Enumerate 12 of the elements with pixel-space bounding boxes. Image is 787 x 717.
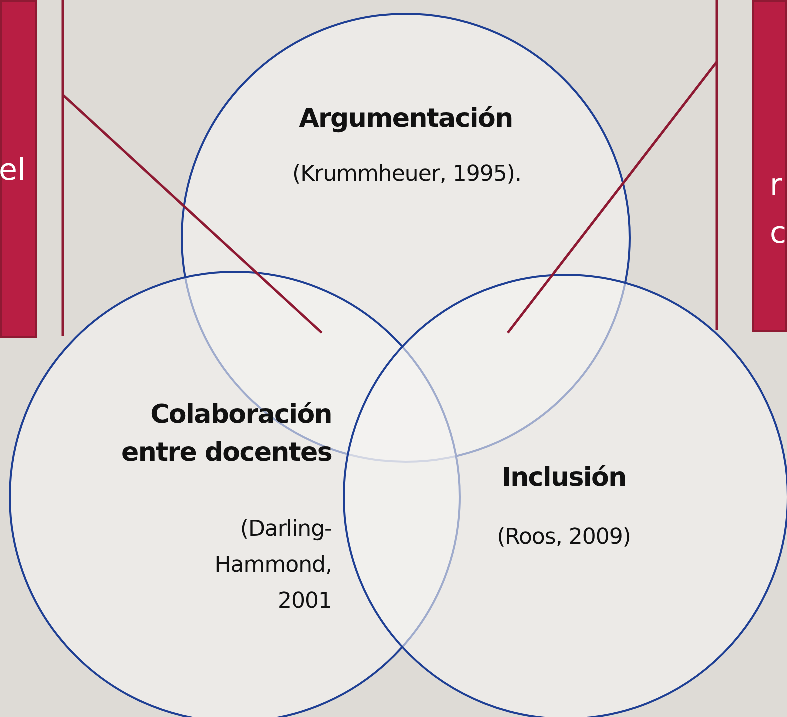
set-title: Inclusión [500,463,628,493]
side-panel [752,0,787,332]
side-panel [0,0,37,338]
citation-text: (Darling- Hammond, 2001 [214,516,332,616]
panel-text: r c [770,167,784,253]
citation-text: (Roos, 2009) [496,525,632,550]
set-title: Colaboración entre docentes [120,399,332,470]
panel-text: el [0,152,27,190]
citation-text: (Krummheuer, 1995). [292,162,522,187]
set-title: Argumentación [298,104,514,134]
leader-line [62,0,324,338]
leader-line [506,0,718,334]
